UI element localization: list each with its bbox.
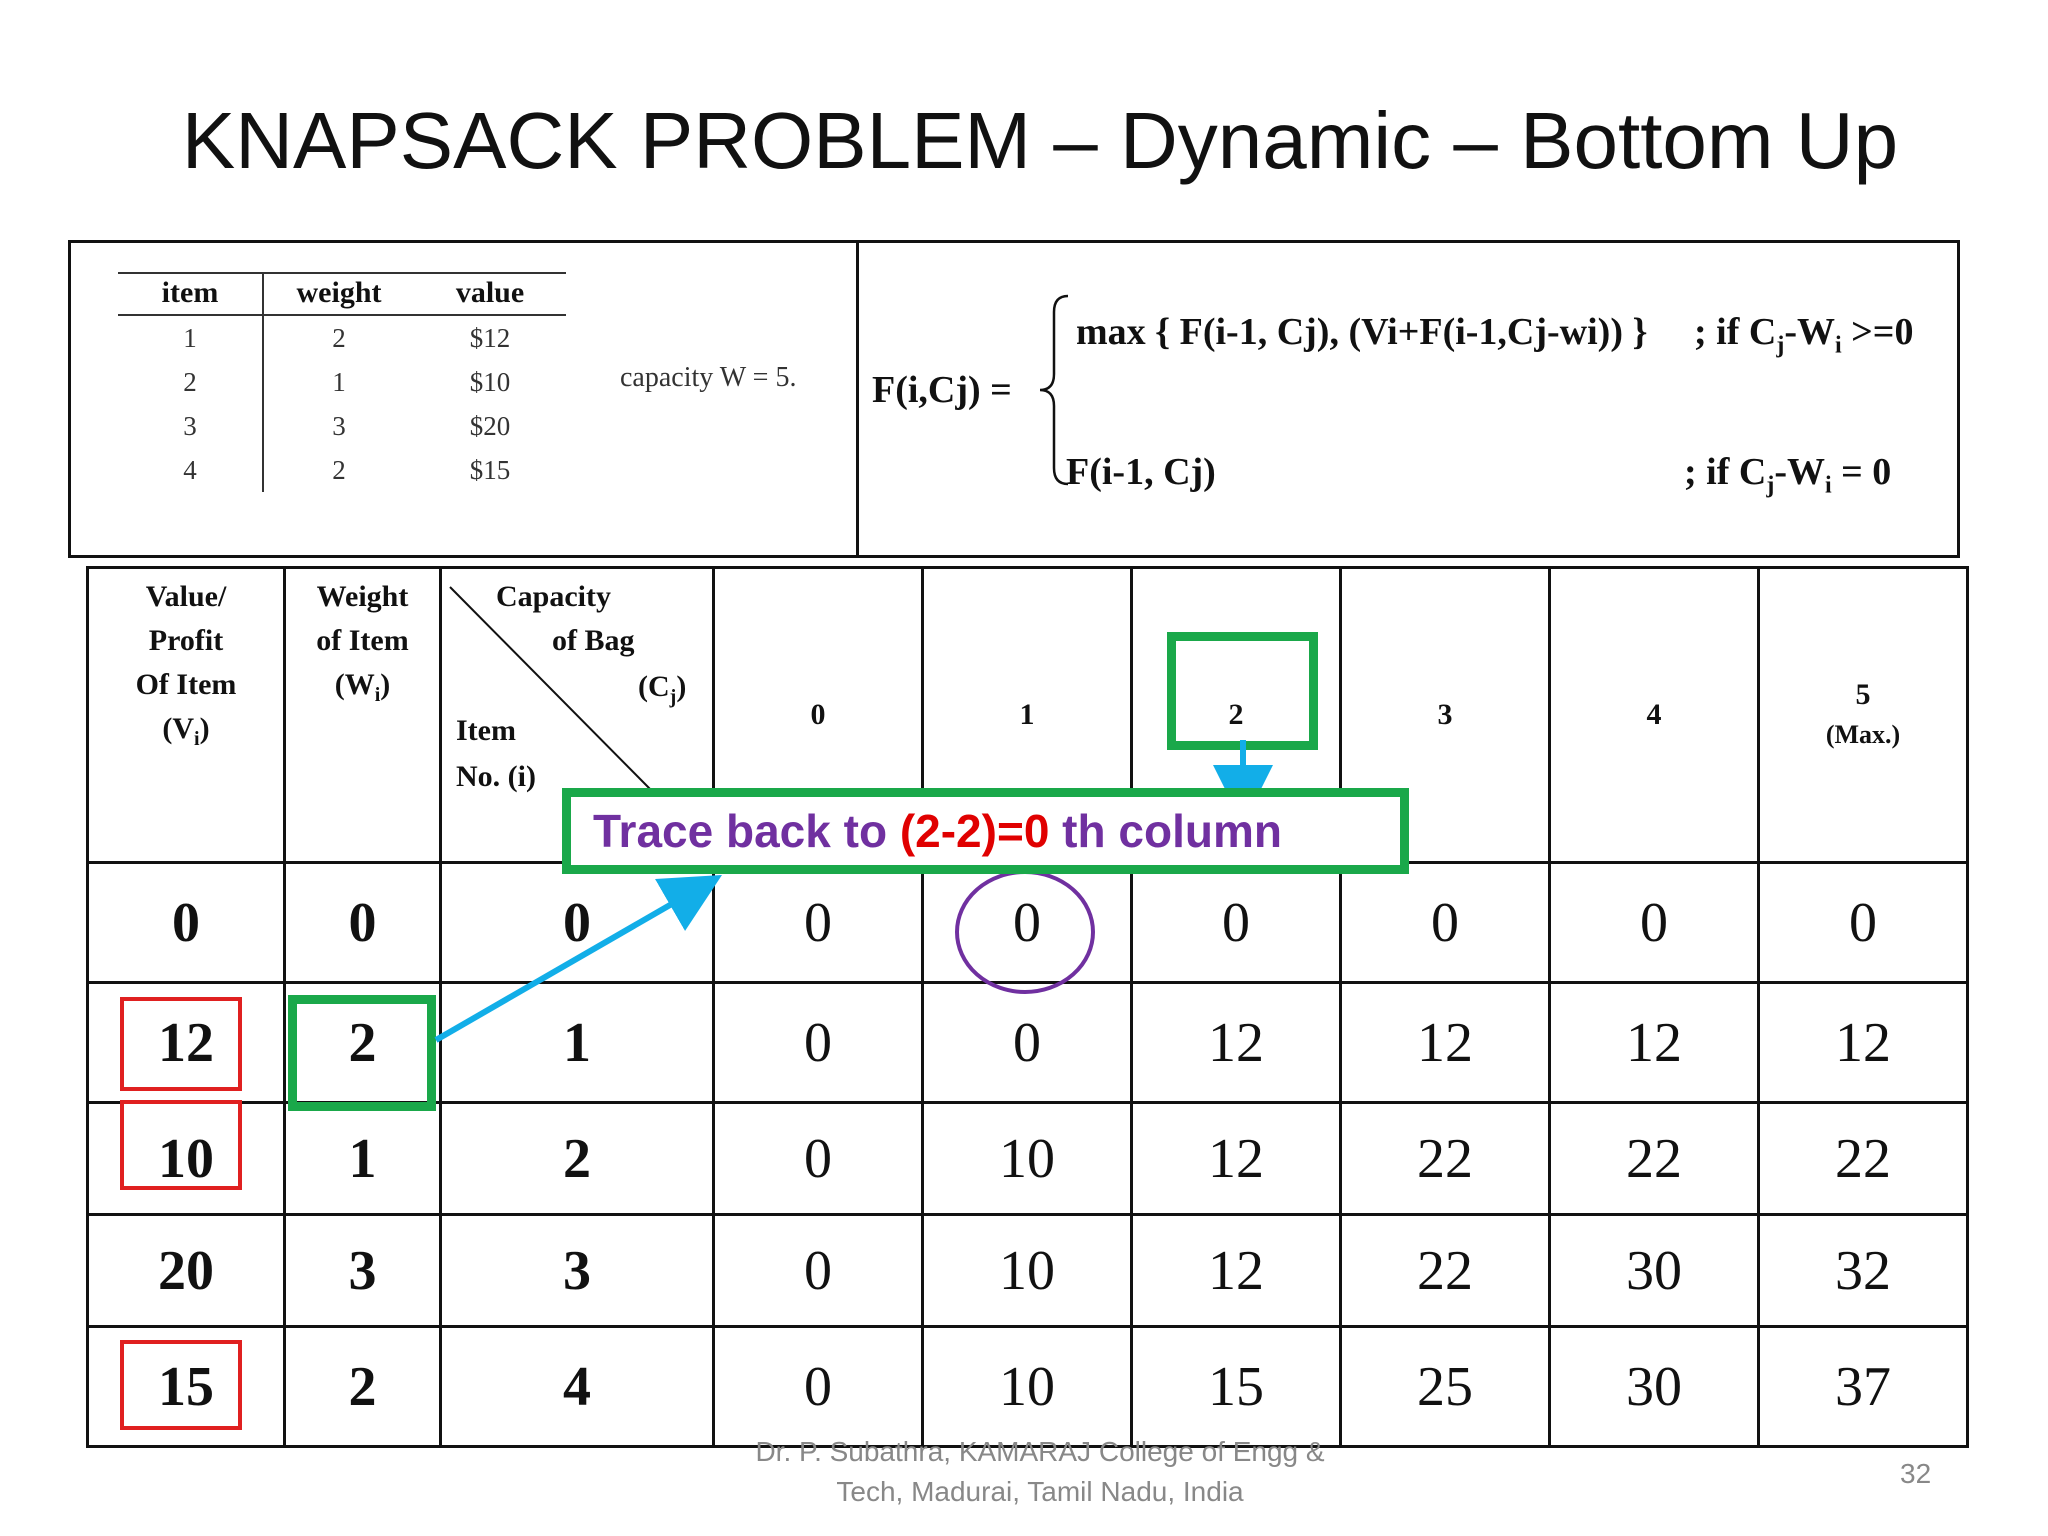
weight-of-item-header: Weight of Item (Wi)	[283, 566, 442, 864]
item-header: item	[118, 272, 264, 316]
diagonal-divider	[449, 586, 653, 792]
formula-lhs: F(i,Cj) =	[872, 369, 1012, 411]
table-row: 12 2 1 0 0 12 12 12 12	[86, 981, 1969, 1104]
table-row: 15 2 4 0 10 15 25 30 37	[86, 1325, 1969, 1448]
table-row: 20 3 3 0 10 12 22 30 32	[86, 1213, 1969, 1328]
highlight-circle	[955, 870, 1095, 994]
trace-arrow-diagonal	[434, 875, 722, 1043]
trace-back-callout: Trace back to (2-2)=0 th column	[562, 788, 1409, 874]
page-number: 32	[1900, 1458, 1932, 1489]
highlight-box-value-10	[120, 1100, 242, 1190]
highlight-box-weight-2	[288, 995, 436, 1111]
capacity-label: capacity W = 5.	[620, 362, 797, 393]
highlight-box-value-12	[120, 997, 242, 1091]
item-row: 2 1 $10	[118, 360, 566, 404]
capacity-col-5: 5 (Max.)	[1757, 566, 1969, 864]
formula-case1: max { F(i-1, Cj), (Vi+F(i-1,Cj-wi)) }	[1076, 311, 1648, 353]
item-row: 4 2 $15	[118, 448, 566, 492]
value-header: value	[414, 272, 566, 316]
highlight-box-value-15	[120, 1340, 242, 1430]
info-box-divider	[856, 240, 859, 558]
value-profit-header: Value/ Profit Of Item (Vi)	[86, 566, 286, 864]
formula-cond1: ; if Cj-Wi >=0	[1694, 311, 1914, 359]
brace-icon	[1039, 294, 1069, 486]
info-box	[68, 240, 1960, 558]
footer-credit: Dr. P. Subathra, KAMARAJ College of Engg…	[755, 1436, 1325, 1507]
formula-case2: F(i-1, Cj)	[1066, 451, 1216, 493]
capacity-col-4: 4	[1548, 566, 1760, 864]
weight-header: weight	[263, 272, 414, 316]
dp-table: Value/ Profit Of Item (Vi) Weight of Ite…	[86, 566, 1969, 1448]
item-row: 3 3 $20	[118, 404, 566, 448]
capacity-item-header: Capacity of Bag (Cj) Item No. (i)	[439, 566, 715, 864]
slide-title: KNAPSACK PROBLEM – Dynamic – Bottom Up	[181, 96, 1899, 185]
formula-cond2: ; if Cj-Wi = 0	[1684, 451, 1892, 499]
table-row: 10 1 2 0 10 12 22 22 22	[86, 1101, 1969, 1216]
item-table: item weight value 1 2 $12 2 1 $10 3 3 $2…	[118, 272, 566, 492]
item-row: 1 2 $12	[118, 315, 566, 360]
